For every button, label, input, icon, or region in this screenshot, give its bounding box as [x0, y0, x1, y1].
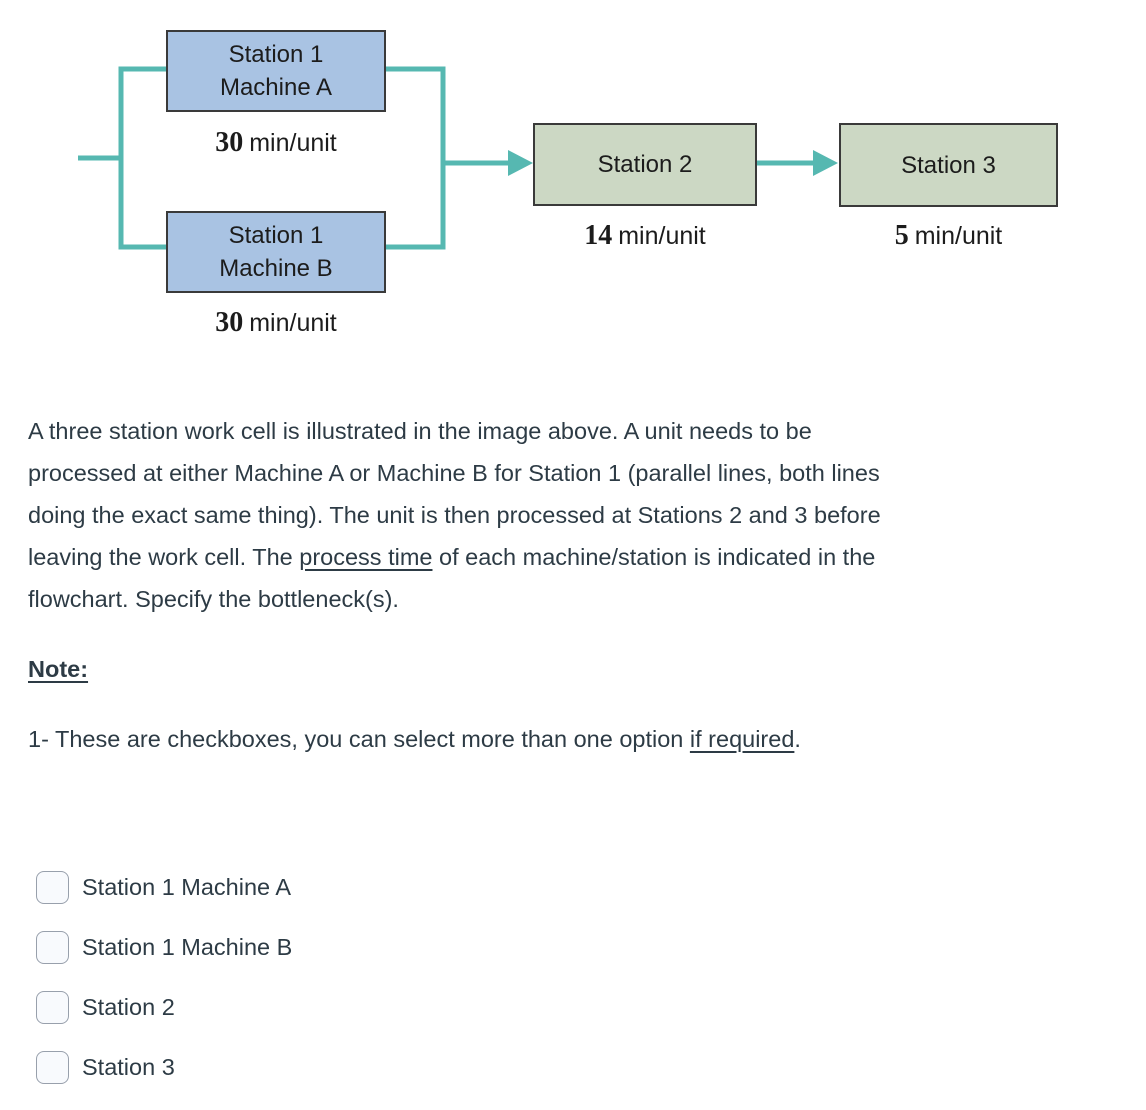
merge-bracket-right	[386, 66, 446, 250]
paragraph-text: of each machine/station is indicated in …	[432, 544, 876, 570]
paragraph-text: leaving the work cell. The	[28, 544, 300, 570]
paragraph-line: doing the exact same thing). The unit is…	[28, 502, 881, 528]
box-station1-machine-a: Station 1 Machine A	[166, 30, 386, 112]
time-unit: min/unit	[914, 222, 1003, 250]
option-station1-machine-b[interactable]: Station 1 Machine B	[36, 930, 292, 964]
box-label-line2: Machine B	[219, 255, 333, 282]
checkbox-label: Station 1 Machine A	[82, 873, 292, 900]
time-value: 30	[215, 307, 244, 338]
box-label-line1: Station 1	[228, 41, 324, 68]
box-station1-machine-b: Station 1 Machine B	[166, 211, 386, 293]
arrow-to-station2-head	[508, 150, 533, 176]
time-value: 30	[215, 127, 244, 158]
paragraph-line: leaving the work cell. The process time …	[28, 536, 881, 578]
note-line: 1- These are checkboxes, you can select …	[28, 718, 801, 760]
time-unit: min/unit	[249, 309, 337, 337]
box-label: Station 2	[597, 151, 693, 178]
box-label-line1: Station 1	[228, 222, 324, 249]
checkbox-station1-machine-a[interactable]	[36, 870, 69, 904]
box-station3: Station 3	[839, 123, 1058, 207]
checkbox-station3[interactable]	[36, 1050, 69, 1084]
note-heading: Note:	[28, 648, 88, 690]
checkbox-label: Station 1 Machine B	[82, 933, 293, 960]
option-station1-machine-a[interactable]: Station 1 Machine A	[36, 870, 292, 904]
time-unit: min/unit	[249, 129, 337, 157]
paragraph-line: processed at either Machine A or Machine…	[28, 460, 880, 486]
time-value: 14	[584, 220, 613, 251]
option-station3[interactable]: Station 3	[36, 1050, 292, 1084]
paragraph-line: A three station work cell is illustrated…	[28, 418, 812, 444]
checkbox-station1-machine-b[interactable]	[36, 930, 69, 964]
box-station2: Station 2	[533, 123, 757, 206]
box-label: Station 3	[901, 151, 996, 179]
underlined-if-required: if required	[689, 726, 795, 752]
flowchart-connectors	[78, 66, 838, 250]
checkbox-station2[interactable]	[36, 990, 69, 1024]
arrow-to-station3-head	[813, 150, 838, 176]
note-text: .	[794, 726, 801, 752]
answer-options: Station 1 Machine A Station 1 Machine B …	[36, 870, 292, 1110]
checkbox-label: Station 2	[82, 993, 175, 1020]
note-heading-text: Note:	[28, 656, 89, 682]
paragraph-line: flowchart. Specify the bottleneck(s).	[28, 586, 399, 612]
split-bracket-left	[118, 66, 166, 250]
time-unit: min/unit	[618, 222, 706, 250]
underlined-process-time: process time	[299, 544, 433, 570]
option-station2[interactable]: Station 2	[36, 990, 292, 1024]
checkbox-label: Station 3	[82, 1053, 175, 1080]
question-paragraph: A three station work cell is illustrated…	[28, 410, 881, 620]
box-label-line2: Machine A	[219, 74, 333, 101]
time-value: 5	[894, 220, 909, 251]
note-text: 1- These are checkboxes, you can select …	[28, 726, 690, 752]
